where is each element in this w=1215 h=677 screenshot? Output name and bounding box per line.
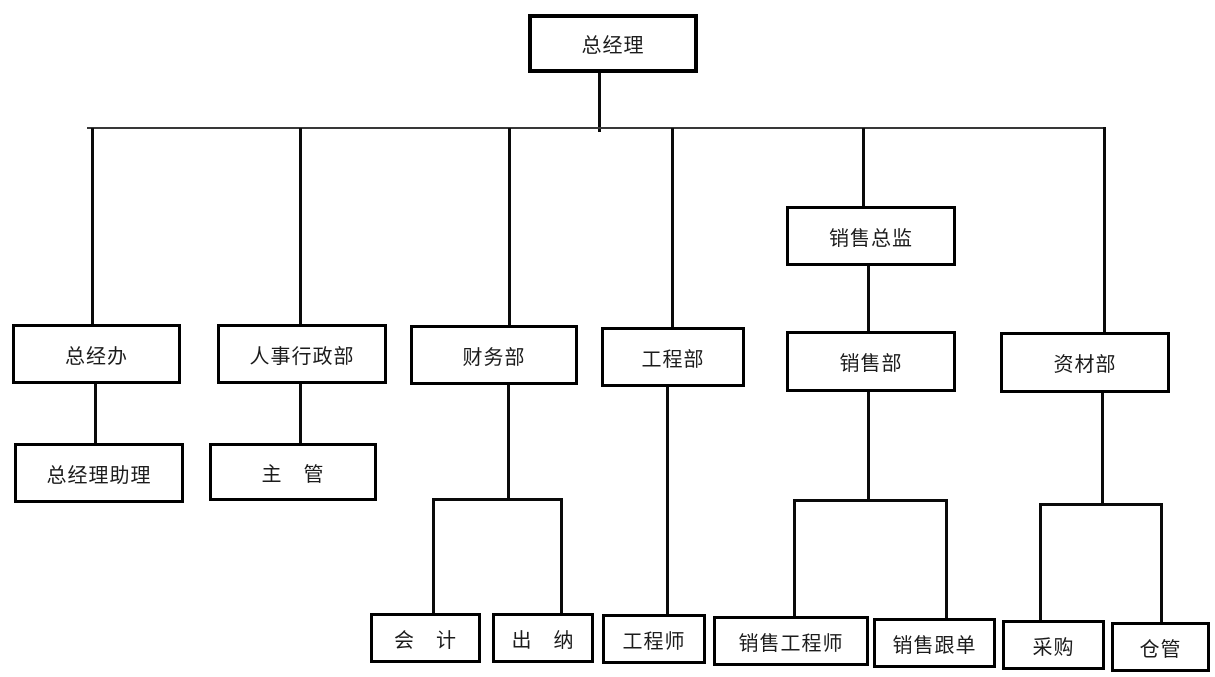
node-label: 销售工程师 [738,632,844,655]
node-sales-director[interactable]: 销售总监 [786,206,956,266]
node-gm-assistant[interactable]: 总经理助理 [14,443,184,503]
connector-sales-down [867,390,870,500]
connector-to-cashier [560,498,563,613]
connector-engineering-to-engineer [666,386,669,614]
connector-to-warehouse [1160,503,1163,622]
connector-bar-to-sales-director [862,128,865,206]
connector-bar-to-engineering [671,128,674,327]
node-hr-admin-dept[interactable]: 人事行政部 [217,324,387,384]
node-sales-engineer[interactable]: 销售工程师 [713,616,869,666]
node-label: 人事行政部 [249,345,355,368]
node-materials-dept[interactable]: 资材部 [1000,332,1170,393]
connector-finance-children-bar [432,498,563,501]
node-label: 出 纳 [511,629,575,652]
node-purchasing[interactable]: 采购 [1002,620,1105,670]
connector-bar-to-hr-admin [299,128,302,324]
node-label: 销售跟单 [892,634,977,657]
node-gm-office[interactable]: 总经办 [12,324,181,384]
node-label: 仓管 [1139,638,1182,661]
node-label: 总经理助理 [46,464,152,487]
node-accountant[interactable]: 会 计 [370,613,481,663]
connector-to-sales-order [945,499,948,618]
node-label: 总经办 [65,345,128,368]
node-label: 主 管 [261,463,325,486]
node-label: 财务部 [462,346,526,369]
connector-sales-director-to-sales [867,265,870,331]
node-label: 会 计 [394,629,457,652]
node-warehouse[interactable]: 仓管 [1111,622,1210,672]
connector-sales-children-bar [793,499,948,502]
node-finance-dept[interactable]: 财务部 [410,325,578,385]
node-label: 资材部 [1053,354,1117,376]
node-sales-dept[interactable]: 销售部 [786,331,956,392]
connector-hr-to-supervisor [299,383,302,443]
node-label: 工程师 [622,630,686,653]
node-sales-order-tracker[interactable]: 销售跟单 [873,618,996,668]
connector-gm-office-to-assistant [94,383,97,443]
connector-materials-children-bar [1039,503,1163,506]
node-cashier[interactable]: 出 纳 [492,613,594,663]
connector-to-sales-engineer [793,499,796,616]
connector-materials-down [1101,392,1104,504]
node-supervisor[interactable]: 主 管 [209,443,377,501]
connector-to-accountant [432,498,435,613]
connector-to-purchasing [1039,503,1042,620]
node-engineering-dept[interactable]: 工程部 [601,327,745,387]
node-general-manager[interactable]: 总经理 [528,14,698,73]
node-label: 销售总监 [829,227,913,250]
connector-bar-to-gm-office [91,128,94,324]
connector-gm-drop [598,72,601,132]
node-engineer[interactable]: 工程师 [602,614,706,664]
connector-finance-down [507,384,510,499]
node-label: 工程部 [641,348,705,371]
connector-bar-to-finance [508,128,511,325]
connector-bar-to-materials [1103,127,1106,332]
node-label: 总经理 [581,35,645,57]
node-label: 采购 [1032,636,1075,659]
node-label: 销售部 [839,353,903,375]
connector-main-bar [87,127,1106,129]
